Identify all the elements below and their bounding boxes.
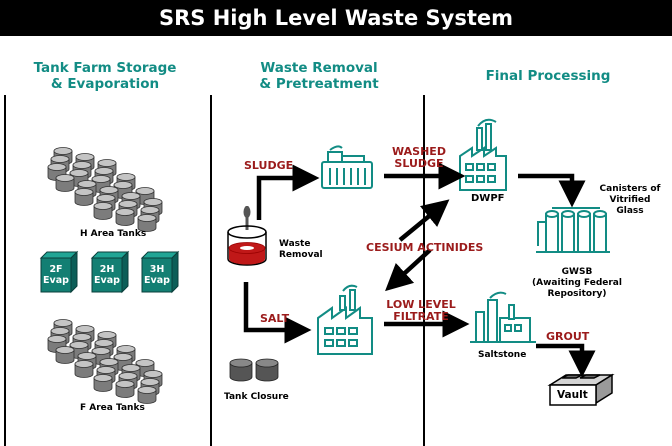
pretreatment-facility-icon bbox=[317, 284, 373, 355]
header-tank-farm: Tank Farm Storage & Evaporation bbox=[33, 60, 177, 92]
tank-icon bbox=[74, 188, 94, 206]
evaporator-icon-2f bbox=[39, 250, 79, 294]
flow-arrows bbox=[243, 162, 596, 378]
label-gwsb: GWSB (Awaiting Federal Repository) bbox=[532, 267, 622, 299]
label-vault: Vault bbox=[557, 389, 588, 401]
flow-label-low-level-filtrate: LOW LEVEL FILTRATE bbox=[386, 298, 456, 323]
tank-icon bbox=[115, 380, 135, 398]
saltstone-facility-icon bbox=[470, 291, 536, 343]
salt-arrow bbox=[243, 282, 312, 344]
label-tank-closure: Tank Closure bbox=[224, 392, 289, 402]
tank-icon bbox=[74, 360, 94, 378]
tank-icon bbox=[55, 174, 75, 192]
flow-label-grout: GROUT bbox=[546, 330, 590, 343]
canister-arrow bbox=[518, 173, 586, 208]
tank-icon bbox=[115, 208, 135, 226]
cesium-down-arrow bbox=[385, 248, 432, 292]
label-saltstone: Saltstone bbox=[478, 350, 527, 360]
cesium-up-arrow bbox=[398, 199, 450, 242]
evaporator-icon-3h bbox=[140, 250, 180, 294]
mixer-tank-icon bbox=[227, 206, 267, 266]
page-title: SRS High Level Waste System bbox=[0, 0, 672, 36]
h-area-tanks-icon bbox=[47, 147, 163, 232]
evaporator-icon-2h bbox=[90, 250, 130, 294]
dwpf-facility-icon bbox=[459, 118, 507, 191]
tank-icon bbox=[93, 374, 113, 392]
tank-icon bbox=[137, 386, 157, 404]
label-evap-3h: 3H Evap bbox=[144, 264, 170, 286]
label-h-area-tanks: H Area Tanks bbox=[80, 229, 147, 239]
header-waste-removal: Waste Removal & Pretreatment bbox=[259, 60, 379, 92]
tank-closure-icon bbox=[229, 358, 279, 382]
label-evap-2f: 2F Evap bbox=[43, 264, 69, 286]
gwsb-silo-icon bbox=[536, 207, 610, 253]
label-dwpf: DWPF bbox=[471, 193, 505, 204]
flow-label-sludge: SLUDGE bbox=[244, 159, 294, 172]
sludge-arrow bbox=[256, 164, 320, 220]
flow-label-cesium-actinides: CESIUM ACTINIDES bbox=[366, 241, 484, 254]
f-area-tanks-icon bbox=[47, 319, 163, 404]
sludge-tank-icon bbox=[321, 145, 373, 189]
flow-label-salt: SALT bbox=[260, 312, 290, 325]
grout-arrow bbox=[536, 343, 596, 378]
label-f-area-tanks: F Area Tanks bbox=[80, 403, 145, 413]
tank-icon bbox=[93, 202, 113, 220]
label-waste-removal: Waste Removal bbox=[279, 239, 323, 260]
header-final-processing: Final Processing bbox=[485, 68, 611, 84]
flow-label-washed-sludge: WASHED SLUDGE bbox=[392, 145, 446, 170]
label-canisters: Canisters of Vitrified Glass bbox=[599, 184, 661, 216]
tank-icon bbox=[55, 346, 75, 364]
vault-icon bbox=[547, 373, 615, 406]
label-evap-2h: 2H Evap bbox=[94, 264, 120, 286]
